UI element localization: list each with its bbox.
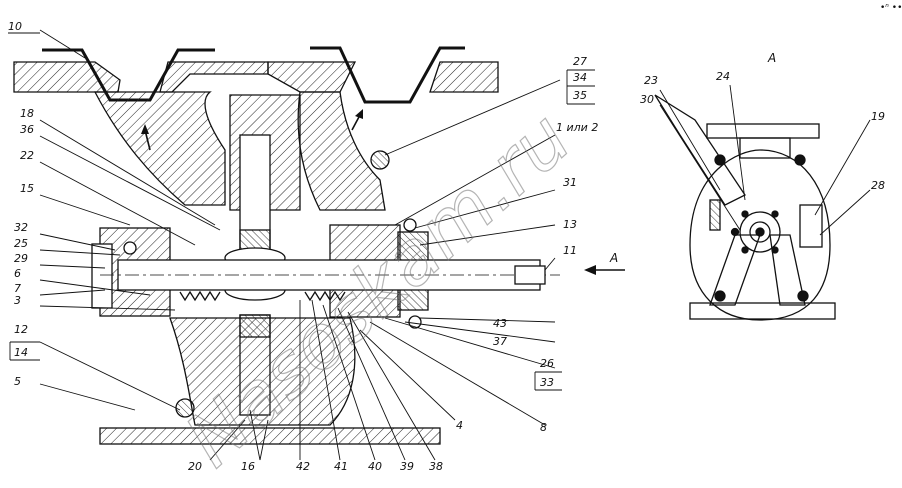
callout-18: 18 (20, 107, 34, 120)
callout-shelves (8, 32, 595, 391)
callout-labels: 10 18 36 22 15 32 25 29 6 7 3 12 14 5 27… (8, 3, 902, 473)
callout-31: 31 (563, 176, 577, 189)
callout-3: 3 (14, 294, 21, 307)
end-leg-right (769, 234, 806, 306)
callout-1-or-2: 1 или 2 (556, 121, 598, 134)
bolt-top-right (403, 218, 417, 232)
callout-23: 23 (644, 74, 658, 87)
gasket-right (310, 46, 465, 104)
view-label-arrow: A (609, 251, 618, 265)
callout-28: 28 (871, 179, 885, 192)
callout-5: 5 (14, 375, 21, 388)
end-foot (689, 302, 836, 320)
callout-43: 43 (493, 317, 507, 330)
callout-34: 34 (573, 71, 587, 84)
view-arrow-head (584, 265, 596, 275)
callout-30: 30 (640, 93, 654, 106)
callout-6: 6 (14, 267, 21, 280)
callout-36: 36 (20, 123, 34, 136)
discharge-flange-right (429, 61, 499, 93)
callout-39: 39 (400, 460, 414, 473)
callout-15: 15 (20, 182, 34, 195)
callout-14: 14 (14, 346, 28, 359)
callout-38: 38 (429, 460, 443, 473)
callout-33: 33 (540, 376, 554, 389)
callout-42: 42 (296, 460, 310, 473)
volute-casing-right (297, 91, 386, 211)
callout-29: 29 (14, 252, 28, 265)
callout-8: 8 (540, 421, 547, 434)
callout-11: 11 (563, 244, 577, 257)
end-leg-left (709, 234, 761, 306)
end-view-a (654, 94, 836, 321)
callout-37: 37 (493, 335, 507, 348)
end-flange (706, 123, 820, 139)
callout-24: 24 (716, 70, 730, 83)
end-casing (689, 149, 831, 321)
callout-12: 12 (14, 323, 28, 336)
callout-25: 25 (14, 237, 28, 250)
end-hub-outer (739, 211, 781, 253)
end-flange-neck (739, 137, 791, 159)
lower-casing (169, 317, 356, 426)
discharge-flange-left (267, 61, 357, 93)
callout-32: 32 (14, 221, 28, 234)
suction-flange-mid (159, 61, 269, 93)
callout-41: 41 (334, 460, 348, 473)
section-view (13, 46, 625, 445)
callout-27: 27 (573, 55, 587, 68)
bolt-bottom-right (408, 315, 422, 329)
leader-lines (39, 29, 871, 461)
callout-20: 20 (188, 460, 202, 473)
volute-casing (93, 91, 226, 206)
seal-spring-right (304, 290, 346, 302)
end-left-bracket (654, 94, 746, 206)
bolt-left (123, 241, 137, 255)
view-label-end: A (767, 51, 776, 65)
end-hub-inner (755, 227, 765, 237)
callout-10: 10 (8, 20, 22, 33)
callout-4: 4 (456, 419, 463, 432)
pump-foot (99, 427, 441, 445)
corner-mark: •ⁿ ••• (880, 3, 902, 13)
callout-19: 19 (871, 110, 885, 123)
shaft-keyway (514, 265, 546, 285)
end-nameplate (799, 204, 823, 248)
callout-16: 16 (241, 460, 255, 473)
callout-7: 7 (14, 282, 21, 295)
end-hub-mid (749, 221, 771, 243)
vent-plug (370, 150, 390, 170)
callout-26: 26 (540, 357, 554, 370)
callout-40: 40 (368, 460, 382, 473)
callout-13: 13 (563, 218, 577, 231)
seal-spring-left (179, 290, 221, 302)
callout-22: 22 (20, 149, 34, 162)
callout-35: 35 (573, 89, 587, 102)
